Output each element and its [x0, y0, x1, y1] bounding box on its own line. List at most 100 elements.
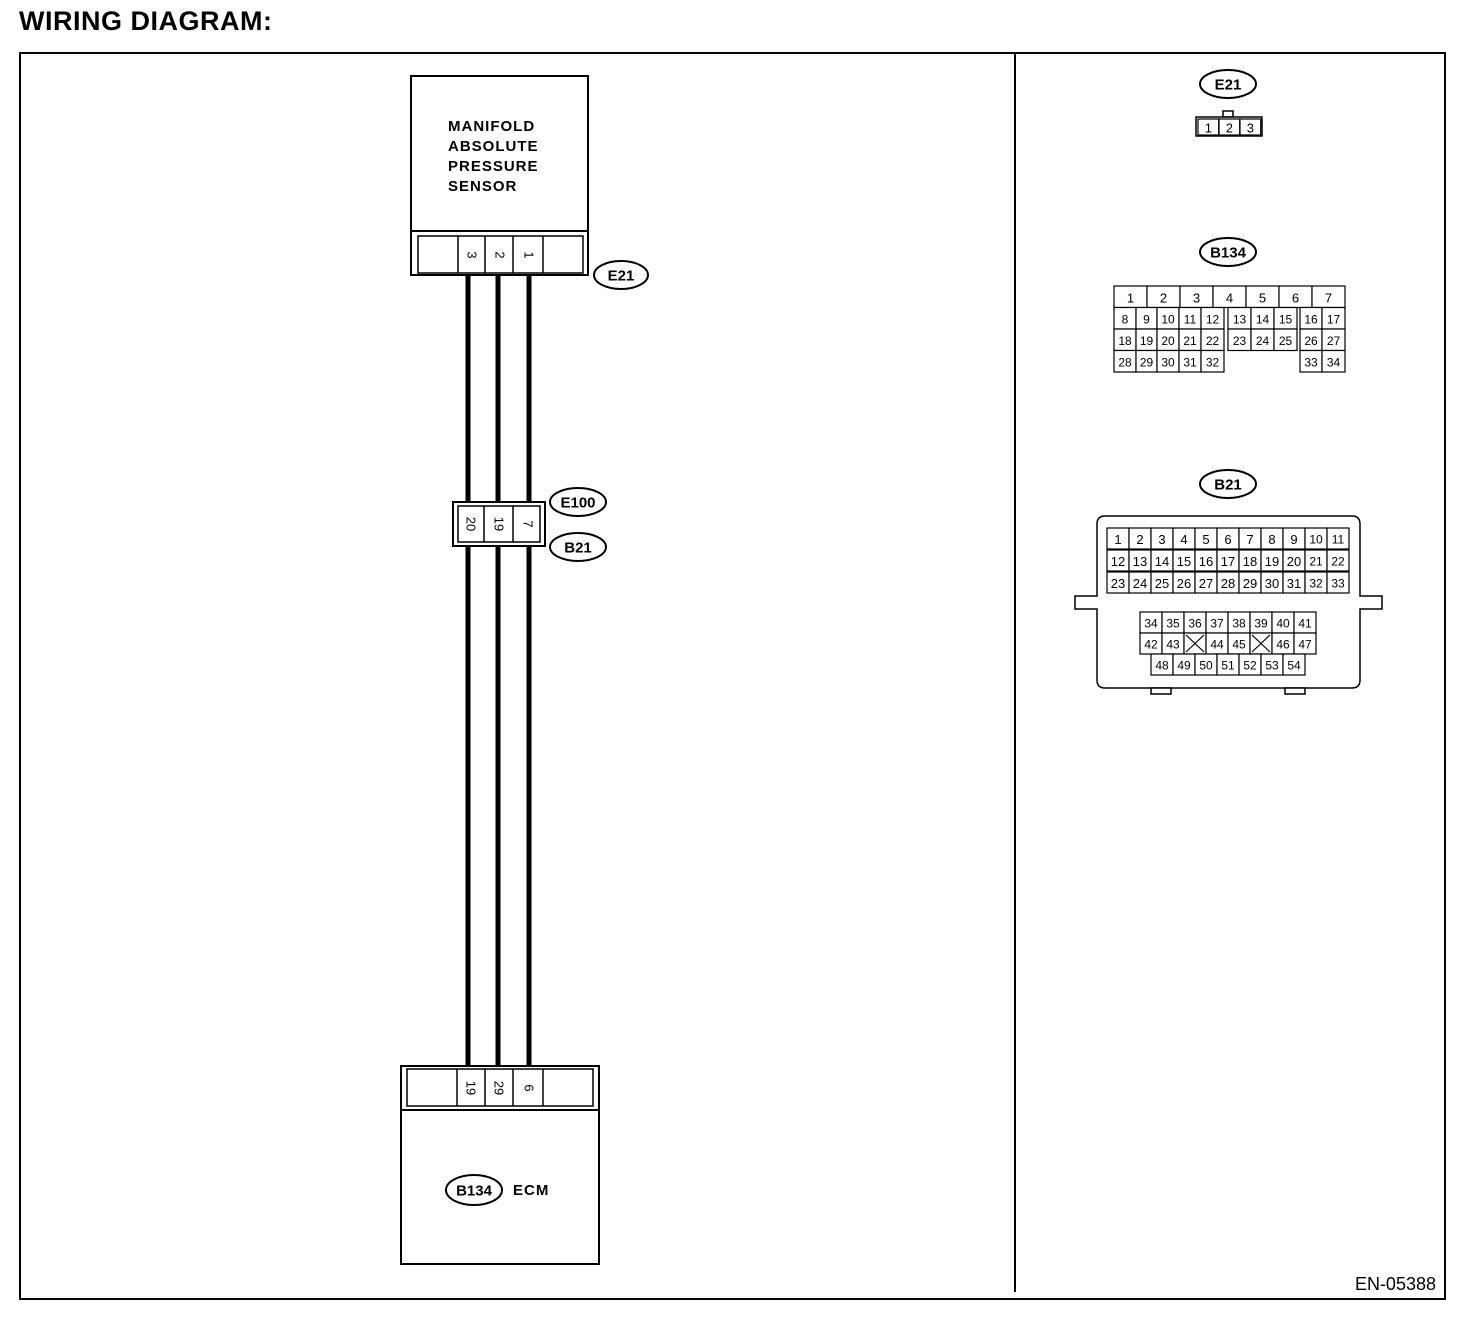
map-sensor-connector-inner — [417, 235, 584, 274]
b21-pin-36: 36 — [1188, 617, 1202, 631]
b21-pin-3: 3 — [1158, 532, 1165, 547]
b21-pin-20: 20 — [1287, 554, 1301, 569]
b21-pin-43: 43 — [1166, 638, 1180, 652]
b134-pin-1: 1 — [1127, 290, 1134, 305]
b21-pin-9: 9 — [1290, 532, 1297, 547]
b21-pin-16: 16 — [1199, 554, 1213, 569]
e21-view-tag-label: E21 — [1215, 77, 1242, 94]
figure-code: EN-05388 — [1355, 1274, 1436, 1294]
e21-pin-1: 1 — [1205, 121, 1212, 136]
b21-pin-26: 26 — [1177, 576, 1191, 591]
b21-pin-27: 27 — [1199, 576, 1213, 591]
e21-pin-3: 3 — [1247, 121, 1254, 136]
b21-pin-4: 4 — [1180, 532, 1187, 547]
b21-pin-6: 6 — [1224, 532, 1231, 547]
b21-pin-2: 2 — [1136, 532, 1143, 547]
b134-pin-3: 3 — [1193, 290, 1200, 305]
b21-pin-29: 29 — [1243, 576, 1257, 591]
map-sensor-label-line-2: ABSOLUTE — [448, 138, 539, 155]
b134-pin-12: 12 — [1206, 312, 1220, 326]
b134-pin-31: 31 — [1183, 355, 1197, 369]
b134-connector-tag-label: B134 — [456, 1183, 493, 1200]
ecm-pin-29: 29 — [492, 1081, 507, 1095]
b21-pin-53: 53 — [1265, 659, 1279, 673]
b134-pin-2: 2 — [1160, 290, 1167, 305]
b21-pin-37: 37 — [1210, 617, 1224, 631]
b21-latch-right — [1284, 687, 1306, 695]
b134-connector-tag — [445, 1174, 503, 1206]
map-sensor-label-line-4: SENSOR — [448, 178, 517, 195]
b21-pin-34: 34 — [1144, 617, 1158, 631]
e100-connector-tag-label: E100 — [560, 495, 595, 512]
map-sensor-label-line-3: PRESSURE — [448, 158, 539, 175]
e21-connector-tag — [593, 260, 649, 290]
b134-pin-6: 6 — [1292, 290, 1299, 305]
b21-pin-21: 21 — [1309, 555, 1323, 569]
b134-pin-24: 24 — [1256, 334, 1270, 348]
b21-pin-18: 18 — [1243, 554, 1257, 569]
map-sensor: MANIFOLD ABSOLUTE PRESSURE SENSOR 3 2 1 … — [410, 75, 649, 290]
e21-connector-tag-label: E21 — [608, 268, 635, 285]
b134-pin-4: 4 — [1226, 290, 1233, 305]
b21-pin-47: 47 — [1298, 638, 1312, 652]
b134-pin-10: 10 — [1161, 312, 1175, 326]
b134-pin-9: 9 — [1143, 312, 1150, 326]
b21-pin-50: 50 — [1199, 659, 1213, 673]
b21-pin-40: 40 — [1276, 617, 1290, 631]
ecm-pin-19: 19 — [464, 1081, 479, 1095]
b21-pin-1: 1 — [1114, 532, 1121, 547]
b21-pin-14: 14 — [1155, 554, 1169, 569]
ecm: 19 29 6 B134 ECM — [400, 1065, 600, 1265]
joint-connector-body — [452, 501, 546, 547]
b21-pin-19: 19 — [1265, 554, 1279, 569]
b134-pin-cell — [1273, 328, 1298, 352]
sensor-pin-2: 2 — [493, 251, 508, 258]
b134-pin-7: 7 — [1325, 290, 1332, 305]
b134-view-tag-label: B134 — [1210, 245, 1247, 262]
b134-pin-25: 25 — [1279, 334, 1293, 348]
b21-pin-24: 24 — [1133, 576, 1147, 591]
b21-pin-5: 5 — [1202, 532, 1209, 547]
b21-pin-25: 25 — [1155, 576, 1169, 591]
b21-pin-8: 8 — [1268, 532, 1275, 547]
b21-pin-10: 10 — [1309, 533, 1323, 547]
b21-connector-tag-label: B21 — [564, 540, 592, 557]
b21-pin-54: 54 — [1287, 659, 1301, 673]
b21-pin-cell — [1326, 527, 1350, 550]
b134-pin-32: 32 — [1206, 355, 1220, 369]
b21-pin-cell — [1326, 571, 1350, 594]
ecm-connector-inner — [406, 1068, 594, 1107]
ecm-pin-6: 6 — [522, 1084, 537, 1091]
b134-pin-20: 20 — [1161, 334, 1175, 348]
b21-pin-cell — [1282, 653, 1306, 676]
b134-pin-5: 5 — [1259, 290, 1266, 305]
b134-pin-8: 8 — [1122, 312, 1129, 326]
b134-pin-cell — [1200, 349, 1225, 373]
joint-pin-20: 20 — [464, 517, 479, 531]
b21-pin-41: 41 — [1298, 617, 1312, 631]
b134-pin-33: 33 — [1304, 355, 1318, 369]
b21-pin-28: 28 — [1221, 576, 1235, 591]
b21-pin-cell — [1326, 549, 1350, 572]
b134-pin-26: 26 — [1304, 334, 1318, 348]
b21-view-tag-label: B21 — [1214, 477, 1242, 494]
e21-view-tag — [1199, 69, 1257, 99]
b134-pin-11: 11 — [1184, 312, 1197, 326]
b134-pin-19: 19 — [1140, 334, 1154, 348]
b21-pin-23: 23 — [1111, 576, 1125, 591]
b134-pin-21: 21 — [1183, 334, 1197, 348]
b21-pin-12: 12 — [1111, 554, 1125, 569]
b21-pin-46: 46 — [1276, 638, 1290, 652]
ecm-connector — [400, 1065, 600, 1111]
page-title: WIRING DIAGRAM: — [19, 6, 273, 36]
b21-pin-7: 7 — [1246, 532, 1253, 547]
b21-pin-15: 15 — [1177, 554, 1191, 569]
b134-pin-13: 13 — [1233, 312, 1247, 326]
b21-pin-22: 22 — [1331, 555, 1345, 569]
b21-blank-cross — [1185, 634, 1205, 653]
b134-pin-30: 30 — [1161, 355, 1175, 369]
